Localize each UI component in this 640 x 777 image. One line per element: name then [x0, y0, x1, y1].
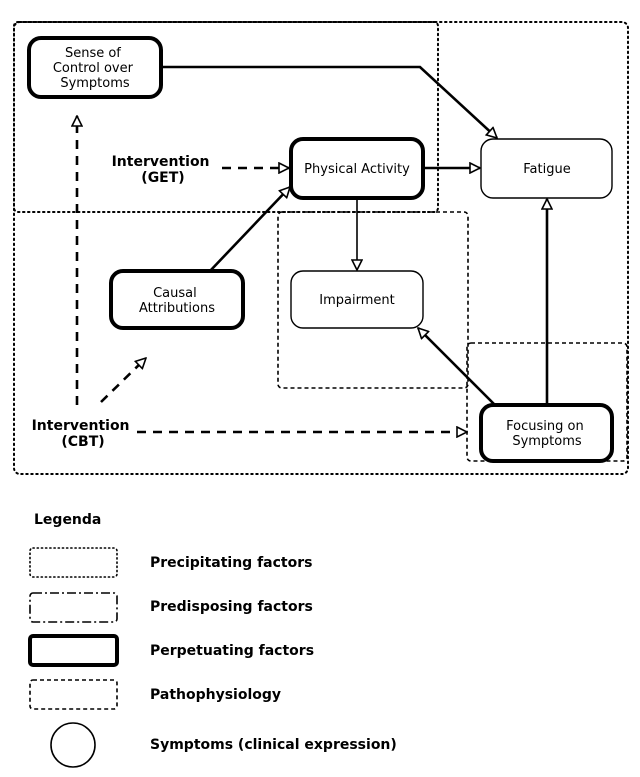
outer-dotted-border	[13, 21, 629, 475]
arrow-causal-attributions-to-physical-activity	[209, 187, 290, 272]
intervention-cbt-label: Intervention (CBT)	[32, 418, 135, 450]
arrow-sense-of-control-to-fatigue	[161, 65, 497, 138]
legend-swatch-pathophysiology	[29, 679, 118, 710]
causal-attributions-label: Causal Attributions	[139, 286, 215, 316]
intervention-get-label: Intervention (GET)	[112, 154, 215, 186]
physical-activity-label: Physical Activity	[304, 162, 410, 177]
legend-title: Legenda	[34, 512, 101, 528]
legend-swatch-predisposing	[29, 592, 118, 623]
impairment-label: Impairment	[319, 293, 394, 308]
focusing-on-symptoms-label: Focusing on Symptoms	[506, 419, 588, 449]
legend-label-symptoms: Symptoms (clinical expression)	[150, 737, 397, 753]
legend-swatch-precipitating	[29, 547, 118, 578]
legend-swatch-symptoms	[50, 722, 96, 768]
sense-of-control-label: Sense of Control over Symptoms	[53, 46, 137, 91]
arrow-focusing-to-impairment	[418, 328, 495, 405]
legend-label-pathophysiology: Pathophysiology	[150, 687, 281, 703]
focusing-on-symptoms-node	[479, 403, 614, 463]
legend-label-precipitating: Precipitating factors	[150, 555, 312, 571]
fatigue-label: Fatigue	[523, 162, 570, 177]
impairment-node	[290, 270, 424, 329]
legend-label-predisposing: Predisposing factors	[150, 599, 313, 615]
causal-attributions-node	[109, 269, 245, 330]
legend-label-perpetuating: Perpetuating factors	[150, 643, 314, 659]
legend-swatch-perpetuating	[28, 634, 119, 667]
pathophysiology-region-border	[277, 211, 469, 389]
arrow-cbt-to-causal-attributions	[100, 358, 146, 403]
